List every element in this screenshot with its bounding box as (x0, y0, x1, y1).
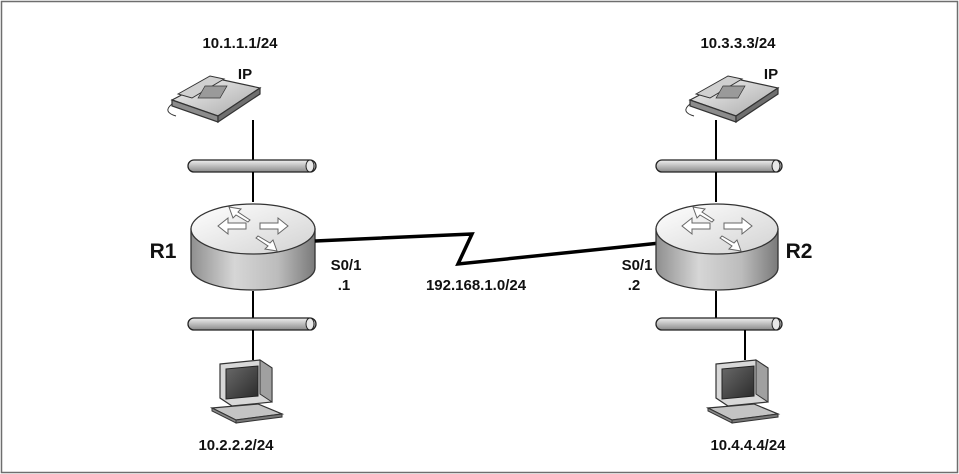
ip-phone-icon (167, 75, 262, 124)
router-icon (190, 203, 316, 291)
lan-segment-top (187, 159, 317, 173)
serial-address-label: .1 (338, 277, 351, 294)
phone-ip-label: 10.3.3.3/24 (700, 35, 776, 52)
router-name-label: R1 (150, 240, 177, 263)
pc-ip-label: 10.2.2.2/24 (198, 437, 274, 454)
phone-ip-label: 10.1.1.1/24 (202, 35, 278, 52)
lan-segment-bottom (187, 317, 317, 331)
pc-ip-label: 10.4.4.4/24 (710, 437, 786, 454)
wan-network-label: 192.168.1.0/24 (426, 277, 527, 294)
router-name-label: R2 (786, 240, 813, 263)
serial-address-label: .2 (628, 277, 641, 294)
router-icon (655, 203, 779, 291)
pc-icon (209, 359, 285, 424)
phone-ip-badge: IP (238, 66, 252, 83)
right-site: 10.3.3.3/24 IP R2 (622, 35, 813, 454)
serial-wan-link (314, 232, 661, 267)
ip-phone-icon (685, 75, 780, 124)
serial-interface-label: S0/1 (331, 257, 362, 274)
serial-interface-label: S0/1 (622, 257, 653, 274)
left-site: 10.1.1.1/24 IP (150, 35, 362, 454)
lan-segment-top (655, 159, 783, 173)
phone-ip-badge: IP (764, 66, 778, 83)
pc-icon (705, 359, 781, 424)
lan-segment-bottom (655, 317, 783, 331)
